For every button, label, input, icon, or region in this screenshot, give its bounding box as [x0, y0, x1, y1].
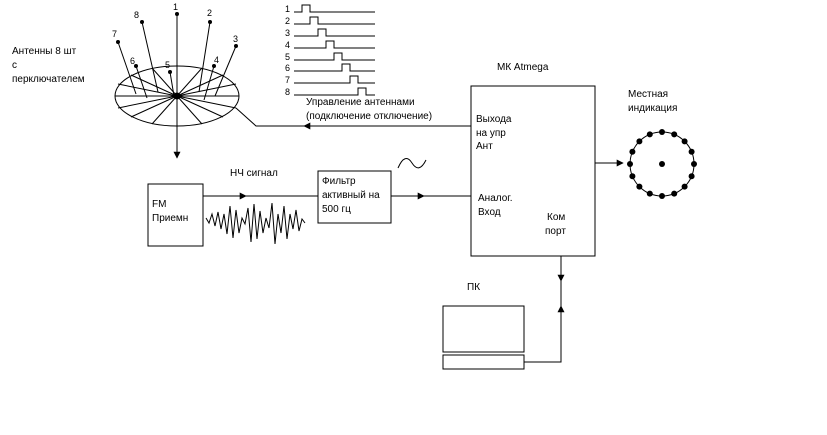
antenna-title-line-1: Антенны 8 шт [12, 46, 77, 57]
sequence-pulse-3 [294, 28, 375, 37]
sine-waveform [397, 158, 427, 169]
sequence-number-1: 1 [285, 4, 290, 14]
mcu-outputs-label-line-1: Выхода [476, 114, 512, 125]
antenna-number-8: 8 [134, 10, 139, 20]
mcu-outputs-label-line-3: Ант [476, 141, 493, 152]
filter-block [317, 170, 392, 224]
mcu-title: МК Atmega [497, 62, 549, 73]
local-indication-label-line-2: индикация [628, 103, 677, 114]
led-ring-center-dot [659, 161, 665, 167]
fm-receiver-label-line-2: Приемн [152, 213, 188, 224]
pc-label: ПК [467, 282, 480, 293]
sequence-pulse-5 [294, 52, 375, 61]
antenna-title-line-2: с [12, 60, 17, 71]
filter-label-line-2: активный на [322, 190, 380, 201]
mcu-com-label-line-2: порт [545, 226, 566, 237]
sequence-pulse-7 [294, 75, 375, 84]
antenna-number-2: 2 [207, 8, 212, 18]
lf-signal-label: НЧ сигнал [230, 168, 278, 179]
sequence-number-5: 5 [285, 52, 290, 62]
fm-receiver-block [147, 183, 204, 247]
sequence-number-3: 3 [285, 28, 290, 38]
noisy-lf-waveform [205, 202, 306, 245]
sequence-number-8: 8 [285, 87, 290, 97]
mcu-outputs-label-line-2: на упр [476, 128, 506, 139]
antenna-masts [117, 14, 237, 101]
antenna-number-1: 1 [173, 2, 178, 12]
antenna-number-7: 7 [112, 29, 117, 39]
antenna-number-5: 5 [165, 60, 170, 70]
mcu-block [470, 85, 596, 257]
switching-sequence: 1 2 3 4 5 6 7 8 [285, 4, 375, 97]
antenna-title-line-3: перключателем [12, 74, 85, 85]
mcu-analog-label-line-2: Вход [478, 207, 501, 218]
antenna-mast-tips [116, 12, 238, 74]
local-indication-label-line-1: Местная [628, 89, 668, 100]
antenna-control-label-line-2: (подключение отключение) [306, 111, 432, 122]
sequence-number-6: 6 [285, 63, 290, 73]
sequence-pulse-2 [294, 16, 375, 25]
antenna-control-label-line-1: Управление антеннами [306, 97, 415, 108]
led-ring-indicator [627, 129, 697, 199]
led-ring-dots [627, 129, 697, 199]
antenna-number-6: 6 [130, 56, 135, 66]
antenna-number-3: 3 [233, 34, 238, 44]
filter-label-line-1: Фильтр [322, 176, 356, 187]
sequence-pulse-8 [294, 87, 375, 96]
sequence-number-4: 4 [285, 40, 290, 50]
pc-monitor [442, 305, 525, 353]
sequence-number-2: 2 [285, 16, 290, 26]
sequence-pulse-4 [294, 40, 375, 49]
mcu-com-label-line-1: Ком [547, 212, 565, 223]
filter-label-line-3: 500 гц [322, 204, 351, 215]
sequence-pulse-1 [294, 4, 375, 13]
sequence-pulse-6 [294, 63, 375, 72]
pc-to-mcu-link [524, 256, 562, 363]
antenna-control-line [235, 107, 471, 127]
mcu-analog-label-line-1: Аналог. [478, 193, 512, 204]
antenna-array: Антенны 8 шт с перключателем [12, 2, 240, 127]
pc-computer-icon [442, 305, 525, 370]
sequence-pulse-lines [294, 4, 375, 96]
sequence-number-7: 7 [285, 75, 290, 85]
antenna-number-4: 4 [214, 55, 219, 65]
pc-base [442, 354, 525, 370]
fm-receiver-label-line-1: FM [152, 199, 166, 210]
